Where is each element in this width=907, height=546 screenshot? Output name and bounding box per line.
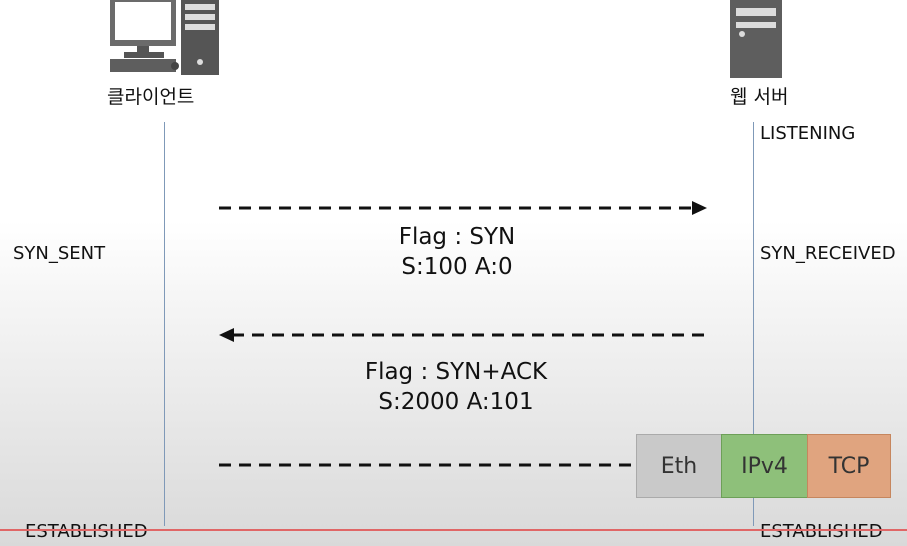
client-state-syn-sent: SYN_SENT — [13, 243, 106, 264]
server-state-syn-received: SYN_RECEIVED — [760, 243, 896, 264]
syn-ack-seq: S:2000 A:101 — [378, 389, 534, 415]
client-lifeline — [164, 122, 165, 526]
packet-layer-eth: Eth — [636, 434, 722, 498]
syn-seq: S:100 A:0 — [401, 254, 513, 280]
desktop-computer-icon — [110, 0, 219, 75]
server-lifeline — [753, 122, 754, 526]
packet-layer-tcp: TCP — [807, 434, 891, 498]
syn-ack-message: Flag : SYN+ACK S:2000 A:101 — [336, 357, 576, 417]
client-label: 클라이언트 — [107, 86, 195, 108]
syn-arrowhead — [692, 201, 707, 215]
syn-ack-flag: Flag : SYN+ACK — [364, 359, 548, 385]
client-state-established: ESTABLISHED — [25, 521, 148, 542]
server-tower-icon — [730, 0, 782, 78]
syn-message: Flag : SYN S:100 A:0 — [357, 222, 557, 282]
server-state-listening: LISTENING — [760, 123, 856, 144]
server-label: 웹 서버 — [730, 86, 789, 108]
syn-ack-arrowhead — [219, 328, 234, 342]
packet-layer-ipv4: IPv4 — [721, 434, 808, 498]
syn-flag: Flag : SYN — [398, 224, 516, 250]
server-state-established: ESTABLISHED — [760, 521, 883, 542]
